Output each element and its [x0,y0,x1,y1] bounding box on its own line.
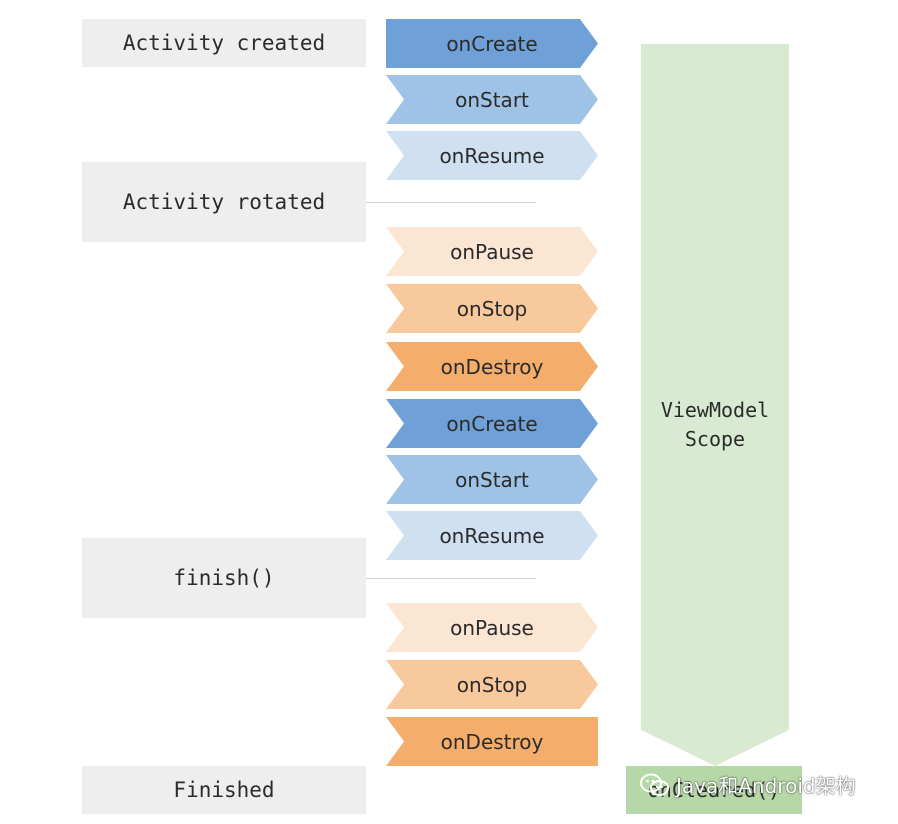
state-activity-rotated: Activity rotated [82,162,366,242]
lifecycle-step-onpause: onPause [386,227,598,276]
viewmodel-scope-arrow [641,44,789,766]
lifecycle-step-label: onStop [456,672,528,697]
lifecycle-step-label: onStart [455,87,529,112]
state-activity-created-label: Activity created [122,31,326,55]
lifecycle-step-onresume: onResume [386,131,598,180]
connector-finish [366,578,536,579]
lifecycle-step-ondestroy: onDestroy [386,717,598,766]
connector-rotated [366,202,536,203]
state-activity-created: Activity created [82,19,366,67]
lifecycle-step-label: onPause [450,239,534,264]
watermark: Java和Android架构 [640,770,856,799]
lifecycle-step-onstart: onStart [386,455,598,504]
lifecycle-step-onresume: onResume [386,511,598,560]
state-finish: finish() [82,538,366,618]
state-finished: Finished [82,766,366,814]
lifecycle-step-oncreate: onCreate [386,19,598,68]
lifecycle-step-label: onCreate [446,411,538,436]
state-finished-label: Finished [173,778,275,802]
lifecycle-step-label: onPause [450,615,534,640]
viewmodel-scope-label: ViewModel Scope [641,396,789,454]
lifecycle-step-oncreate: onCreate [386,399,598,448]
lifecycle-step-onstop: onStop [386,660,598,709]
state-finish-label: finish() [173,566,275,590]
lifecycle-step-label: onDestroy [440,354,544,379]
lifecycle-step-label: onDestroy [440,729,544,754]
oncleared-label: onCleared() [647,778,781,802]
lifecycle-step-onstart: onStart [386,75,598,124]
viewmodel-scope-line1: ViewModel [660,398,770,422]
lifecycle-step-label: onStop [456,296,528,321]
lifecycle-step-onpause: onPause [386,603,598,652]
lifecycle-step-label: onCreate [446,31,538,56]
wechat-icon [640,773,669,796]
viewmodel-scope-line2: Scope [684,427,746,451]
lifecycle-step-label: onStart [455,467,529,492]
lifecycle-step-label: onResume [439,523,545,548]
lifecycle-step-onstop: onStop [386,284,598,333]
state-activity-rotated-label: Activity rotated [122,190,326,214]
lifecycle-step-label: onResume [439,143,545,168]
lifecycle-step-ondestroy: onDestroy [386,342,598,391]
watermark-text: Java和Android架构 [676,774,856,798]
